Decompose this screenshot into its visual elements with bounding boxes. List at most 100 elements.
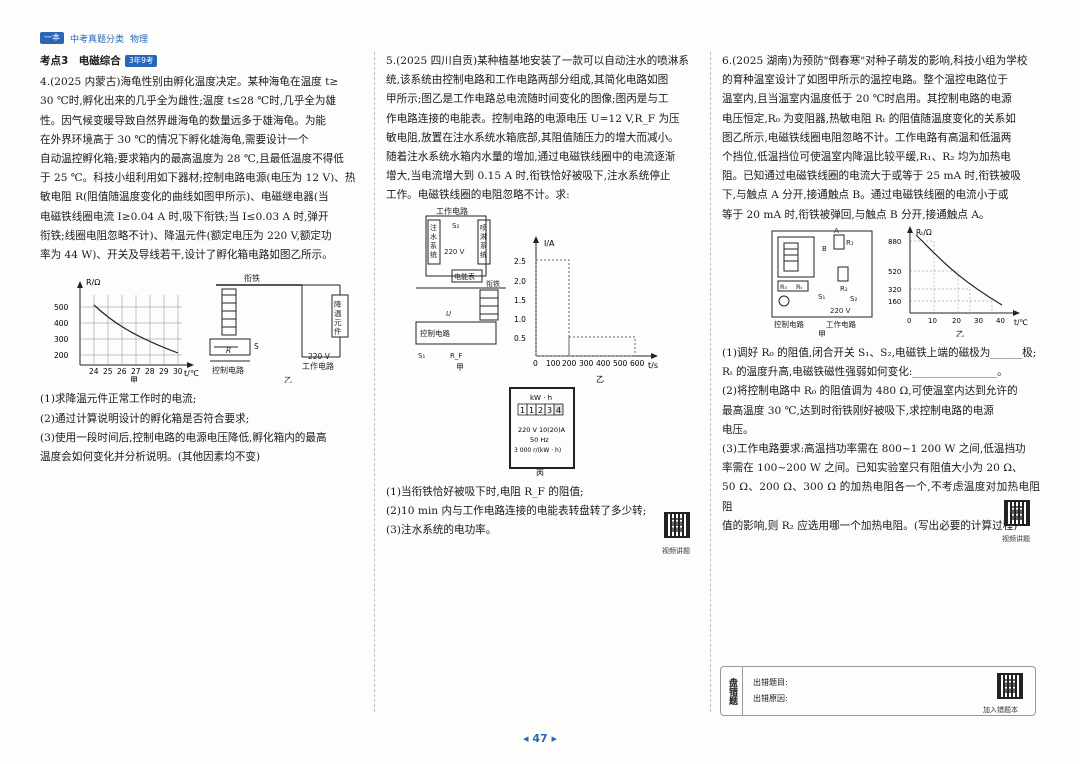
svg-text:3 000 r/(kW · h): 3 000 r/(kW · h) [514, 447, 561, 454]
svg-text:B: B [822, 245, 827, 253]
text-line: 敏电阻 R(阻值随温度变化的曲线如图甲所示)、电磁继电器(当 [40, 191, 329, 204]
text-line: 率为 44 W)、开关及导线若干,设计了孵化箱电路如图乙所示。 [40, 249, 333, 262]
svg-text:3: 3 [547, 406, 552, 415]
svg-text:50 Hz: 50 Hz [530, 436, 549, 444]
svg-text:喷: 喷 [480, 223, 487, 232]
svg-text:29: 29 [159, 367, 169, 376]
q4-circuit-yi [209, 284, 349, 362]
svg-text:甲: 甲 [818, 330, 826, 337]
q4-figures: R/Ω t/℃ 500 400 300 200 24 25 26 27 28 2… [54, 273, 349, 385]
text-line: 电压恒定,R₀ 为变阻器,热敏电阻 Rₜ 的阻值随温度变化的关系如 [722, 112, 1016, 125]
svg-text:甲: 甲 [456, 363, 464, 372]
svg-text:320: 320 [888, 286, 901, 294]
svg-text:400: 400 [596, 359, 611, 368]
q5-circuit-jia [415, 215, 506, 345]
subject-name: 物理 [130, 34, 149, 45]
q6-stem: 6.(2025 湖南)为预防"倒春寒"对种子萌发的影响,科技小组为学校的育种温室… [722, 52, 1040, 225]
svg-text:20: 20 [952, 317, 961, 325]
svg-text:220 V: 220 V [830, 307, 851, 315]
svg-text:A: A [834, 227, 839, 235]
qr-code-icon[interactable] [997, 673, 1023, 699]
svg-text:工作电路: 工作电路 [826, 319, 856, 329]
svg-text:0: 0 [907, 317, 911, 325]
svg-text:乙: 乙 [596, 375, 604, 384]
svg-text:500: 500 [613, 359, 628, 368]
text-line: 电压。 [722, 423, 754, 436]
text-line: 随着注水系统水箱内水量的增加,通过电磁铁线圈中的电流逐渐 [386, 151, 676, 164]
svg-text:R: R [226, 346, 231, 355]
svg-text:工作电路: 工作电路 [436, 206, 468, 216]
svg-text:电能表: 电能表 [454, 272, 475, 281]
text-line: 4.(2025 内蒙古)海龟性别由孵化温度决定。某种海龟在温度 t≥ [40, 76, 339, 89]
q4-armature-label: 衔铁 [244, 273, 260, 283]
text-line: (2)将控制电路中 R₀ 的阻值调为 480 Ω,可使温室内达到允许的 [722, 385, 1018, 398]
svg-text:注: 注 [430, 223, 437, 232]
text-line: Rₜ 的温度升高,电磁铁磁性强弱如何变化:________________。 [722, 366, 1008, 379]
text-line: 图乙所示,电磁铁线圈电阻忽略不计。工作电路有高温和低温两 [722, 131, 1012, 144]
text-line: 工作。电磁铁线圈的电阻忽略不计。求: [386, 189, 570, 202]
svg-text:2.5: 2.5 [514, 257, 526, 266]
q5-energy-meter: kW · h 1 1 2 3 4 220 V 10(20)A 50 Hz 3 0… [509, 386, 575, 478]
svg-text:880: 880 [888, 238, 901, 246]
text-line: 个挡位,低温挡位可使温室内降温比较平缓,R₁、R₂ 均为加热电 [722, 151, 1011, 164]
svg-text:40: 40 [996, 317, 1005, 325]
svg-text:160: 160 [888, 298, 901, 306]
text-line: 统,该系统由控制电路和工作电路两部分组成,其简化电路如图 [386, 74, 669, 87]
error-question-field[interactable]: 出错题目: [753, 678, 788, 687]
text-line: 衔铁;线圈电阻忽略不计)、降温元件(额定电压为 220 V,额定功 [40, 229, 332, 242]
text-line: 于 25 ℃。科技小组利用如下器材;控制电路电源(电压为 12 V)、热 [40, 172, 356, 185]
svg-text:Rₜ/Ω: Rₜ/Ω [916, 228, 932, 237]
svg-text:28: 28 [145, 367, 155, 376]
svg-text:U: U [446, 310, 451, 318]
qr-code-icon[interactable] [664, 512, 690, 538]
svg-text:kW · h: kW · h [530, 394, 552, 402]
text-line: (3)工作电路要求:高温挡功率需在 800~1 200 W 之间,低温挡功 [722, 443, 1026, 456]
svg-text:100: 100 [546, 359, 561, 368]
svg-text:10: 10 [928, 317, 937, 325]
text-line: 敏电阻,放置在注水系统水箱底部,其阻值随压力的增大而减小。 [386, 131, 679, 144]
text-line: 温室内,且当温室内温度低于 20 ℃时启用。其控制电路的电源 [722, 93, 1012, 106]
svg-text:S₂: S₂ [850, 295, 857, 303]
text-line: 下,与触点 A 分开,接通触点 B。通过电磁铁线圈的电流小于或 [722, 189, 1009, 202]
text-line: 电磁铁线圈电流 I≥0.04 A 时,吸下衔铁;当 I≤0.03 A 时,弹开 [40, 210, 329, 223]
svg-text:200: 200 [54, 351, 69, 360]
svg-text:甲: 甲 [130, 376, 138, 383]
svg-text:1: 1 [529, 406, 534, 415]
qr-code-icon[interactable] [1004, 500, 1030, 526]
svg-text:220 V: 220 V [308, 352, 331, 361]
q6-subquestions: (1)调好 R₀ 的阻值,闭合开关 S₁、S₂,电磁铁上端的磁极为______极… [722, 344, 1040, 536]
q4-control-label: 控制电路 [212, 365, 244, 375]
svg-text:600: 600 [630, 359, 645, 368]
svg-text:S₁: S₁ [818, 293, 825, 301]
svg-text:S₁: S₁ [418, 352, 425, 360]
svg-text:300: 300 [579, 359, 594, 368]
svg-text:t/s: t/s [648, 361, 658, 370]
svg-text:R₀: R₀ [780, 283, 788, 291]
text-line: 50 Ω、200 Ω、300 Ω 的加热电阻各一个,不考虑温度对加热电阻阻 [722, 481, 1040, 513]
text-line: 的育种温室设计了如图甲所示的温控电路。整个温控电路位于 [722, 74, 1009, 87]
svg-text:t/℃: t/℃ [1014, 318, 1028, 327]
svg-text:控制电路: 控制电路 [420, 328, 450, 338]
svg-text:衔铁: 衔铁 [486, 279, 500, 288]
svg-text:淋: 淋 [480, 232, 487, 241]
svg-text:0: 0 [533, 359, 538, 368]
q4-stem: 4.(2025 内蒙古)海龟性别由孵化温度决定。某种海龟在温度 t≥30 ℃时,… [40, 73, 366, 265]
text-line: 等于 20 mA 时,衔铁被弹回,与触点 B 分开,接通触点 A。 [722, 208, 990, 221]
text-line: 温度会如何变化并分析说明。(其他因素均不变) [40, 451, 261, 464]
q6-circuit-jia [771, 230, 873, 318]
text-line: (1)求降温元件正常工作时的电流; [40, 393, 197, 406]
error-review-box: 盘错题 出错题目: 出错原因: 加入错题本 [720, 666, 1036, 716]
svg-text:温: 温 [334, 309, 342, 318]
q6-figures: A B R₁ R₂ R₀ Rₜ S₁ S₂ 220 V 控制电路 工作电路 甲 [771, 225, 1028, 339]
svg-text:S₂: S₂ [452, 222, 459, 230]
text-line: 值的影响,则 R₂ 应选用哪一个加热电阻。(写出必要的计算过程) [722, 519, 1018, 532]
q4-subquestions: (1)求降温元件正常工作时的电流;(2)通过计算说明设计的孵化箱是否符合要求;(… [40, 390, 366, 467]
error-reason-field[interactable]: 出错原因: [753, 694, 788, 703]
q4-graph-jia: R/Ω t/℃ 500 400 300 200 24 25 26 27 28 2… [54, 278, 199, 385]
svg-text:乙: 乙 [284, 376, 292, 383]
svg-text:1: 1 [520, 406, 525, 415]
text-line: 增大,当电流增大到 0.15 A 时,衔铁恰好被吸下,注水系统停止 [386, 170, 671, 183]
svg-text:2: 2 [538, 406, 543, 415]
